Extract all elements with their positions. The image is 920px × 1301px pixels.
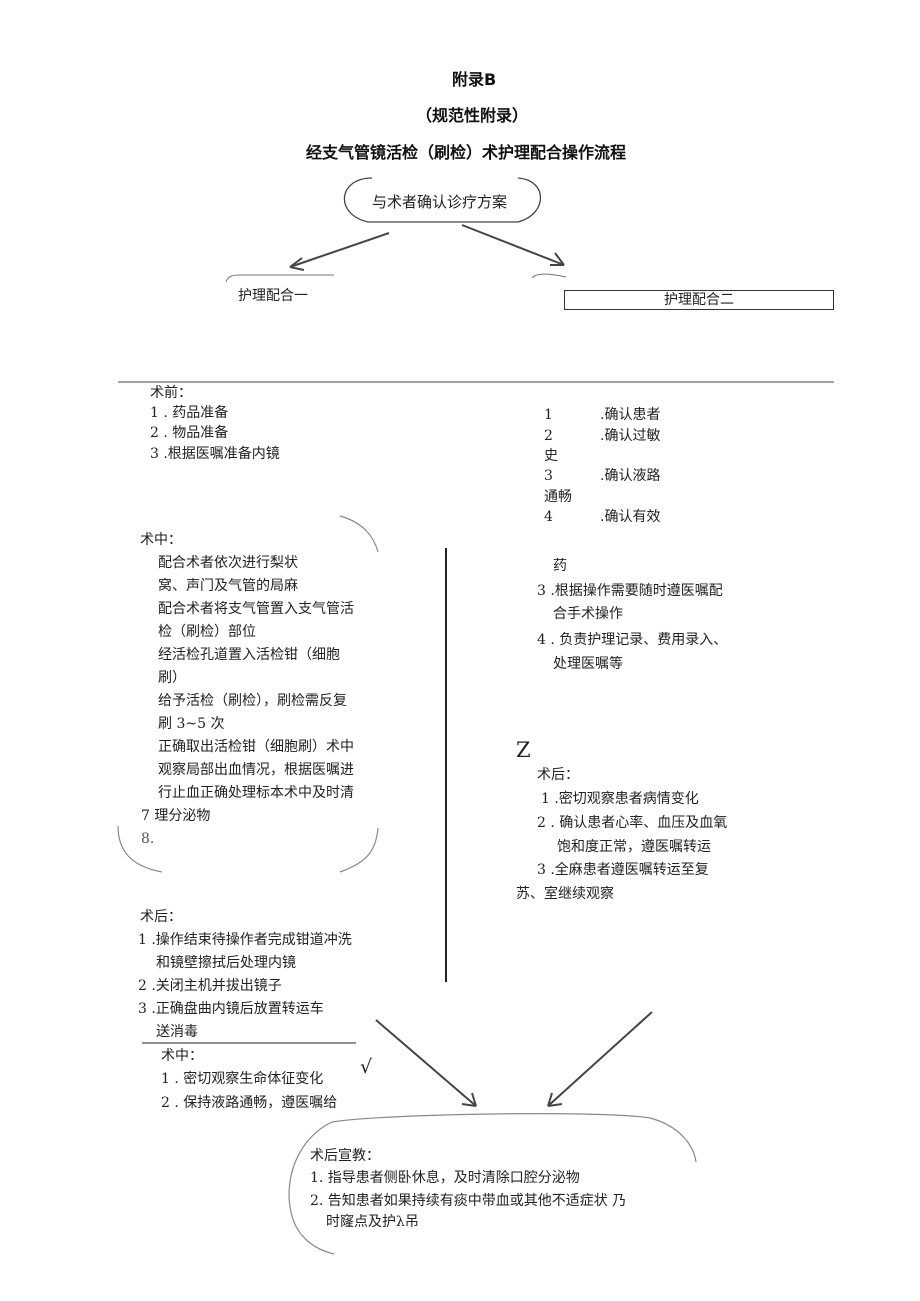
left-postop-line: 送消毒: [156, 1024, 198, 1040]
right-intraop-line: 3 .根据操作需要随时遵医嘱配: [537, 583, 723, 599]
intra-box-heading: 术中：: [161, 1048, 203, 1064]
intra-box-line: 1 . 密切观察生命体征变化: [161, 1071, 324, 1087]
left-preop-item: 2 . 物品准备: [150, 425, 229, 441]
left-intraop-line: 配合术者依次进行梨状: [158, 555, 298, 571]
left-intraop-line: 8.: [141, 831, 155, 847]
left-intraop-line: 给予活检（刷检），刷检需反复: [158, 693, 347, 709]
right-preop-text: .确认患者: [600, 407, 661, 423]
branch-right-box: 护理配合二: [564, 290, 834, 310]
right-preop-text: 通畅: [544, 489, 572, 505]
page-title: 经支气管镜活检（刷检）术护理配合操作流程: [306, 143, 627, 162]
left-postop-line: 2 .关闭主机并拔出镜子: [138, 978, 282, 994]
left-intraop-line: 经活检孔道置入活检钳（细胞: [158, 647, 340, 663]
education-line: 时窿点及护λ吊: [326, 1214, 419, 1230]
education-heading: 术后宣教：: [310, 1148, 380, 1164]
left-intraop-line: 刷）: [158, 670, 186, 686]
education-line: 2. 告知患者如果持续有痰中带血或其他不适症状 乃: [310, 1193, 627, 1209]
right-preop-num: 1: [544, 407, 553, 423]
right-preop-text: .确认液路: [600, 468, 661, 484]
right-postop-heading: 术后：: [537, 767, 579, 783]
left-intraop-line: 观察局部出血情况，根据医嘱进: [158, 762, 354, 778]
right-intraop-line: 4 . 负责护理记录、费用录入、: [537, 632, 728, 648]
left-intraop-line: 窝、声门及气管的局麻: [158, 578, 298, 594]
left-intraop-line: 检（刷检）部位: [158, 624, 256, 640]
right-postop-line: 苏、室继续观察: [516, 886, 614, 902]
left-postop-line: 3 .正确盘曲内镜后放置转运车: [138, 1001, 324, 1017]
left-intraop-line: 配合术者将支气管置入支气管活: [158, 601, 354, 617]
right-postop-line: 1 .密切观察患者病情变化: [541, 791, 699, 807]
start-node: 与术者确认诊疗方案: [372, 193, 508, 211]
right-preop-num: 3: [544, 468, 553, 484]
left-postop-line: 和镜壁擦拭后处理内镜: [156, 955, 296, 971]
right-postop-line: 3 .全麻患者遵医嘱转运至复: [537, 862, 709, 878]
left-intraop-line: 刷 3~5 次: [158, 716, 225, 732]
right-intraop-line: 合手术操作: [553, 606, 623, 622]
branch-left-label: 护理配合一: [238, 288, 308, 304]
left-intraop-line: 7 理分泌物: [141, 808, 211, 824]
left-intraop-heading: 术中：: [140, 532, 182, 548]
left-intraop-line: 行止血正确处理标本术中及时清: [158, 785, 354, 801]
right-postop-mark: Z: [516, 738, 531, 762]
education-line: 1. 指导患者侧卧休息，及时清除口腔分泌物: [310, 1170, 580, 1186]
left-preop-heading: 术前：: [150, 385, 192, 401]
left-preop-item: 3 .根据医嘱准备内镜: [150, 446, 280, 462]
right-postop-line: 饱和度正常，遵医嘱转运: [557, 839, 711, 855]
appendix-label: 附录B: [452, 70, 497, 89]
right-preop-num: 2: [544, 428, 553, 444]
right-postop-line: 2 . 确认患者心率、血压及血氧: [537, 815, 728, 831]
intra-box-line: 2 . 保持液路通畅，遵医嘱给: [161, 1095, 338, 1111]
branch-right-label: 护理配合二: [664, 292, 734, 308]
right-preop-text: .确认有效: [600, 509, 661, 525]
right-preop-text: 史: [544, 448, 558, 464]
left-postop-line: 1 .操作结束待操作者完成钳道冲洗: [138, 932, 352, 948]
right-preop-num: 4: [544, 509, 553, 525]
left-intraop-line: 正确取出活检钳（细胞刷）术中: [158, 739, 354, 755]
right-preop-text: .确认过敏: [600, 428, 661, 444]
right-intraop-line: 药: [553, 558, 567, 574]
check-mark-icon: √: [360, 1056, 373, 1078]
left-postop-heading: 术后：: [140, 909, 182, 925]
left-preop-item: 1 . 药品准备: [150, 405, 229, 421]
normative-label: （规范性附录）: [416, 106, 529, 125]
right-intraop-line: 处理医嘱等: [553, 656, 623, 672]
